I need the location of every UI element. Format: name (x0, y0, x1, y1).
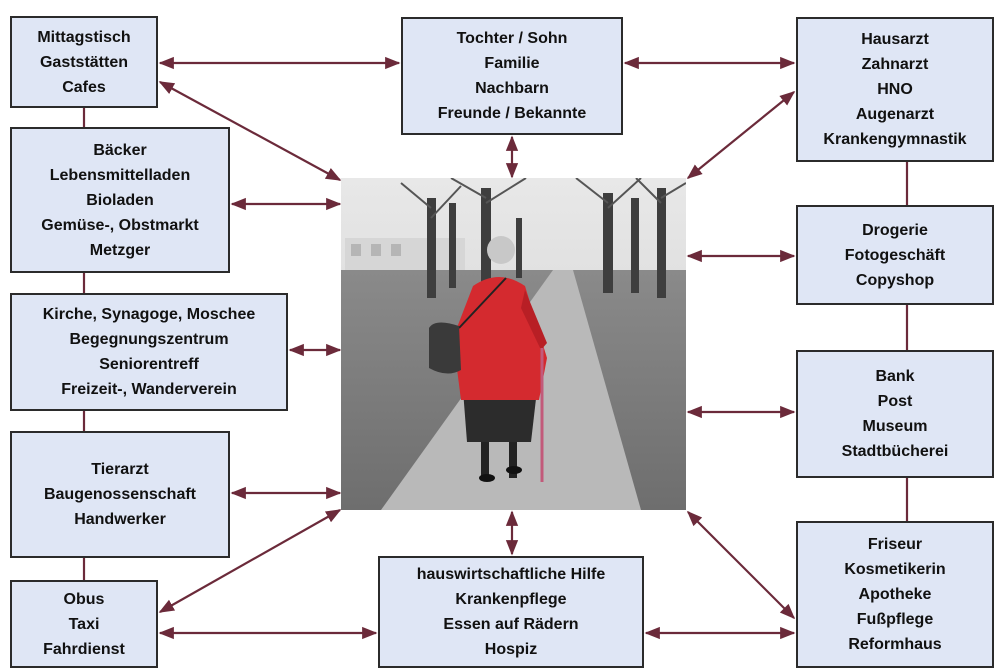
box-line: HNO (877, 81, 913, 98)
box-line: Begegnungszentrum (69, 331, 229, 348)
box-line: Tierarzt (91, 461, 149, 478)
center-photo (341, 178, 686, 510)
box-line: Post (877, 393, 913, 410)
box-line: Fahrdienst (43, 640, 125, 658)
box-line: Gemüse-, Obstmarkt (41, 216, 199, 234)
box-line: Fotogeschäft (844, 246, 946, 264)
box-personal-care: Friseur Kosmetikerin Apotheke Fußpflege … (796, 521, 994, 668)
box-line: Apotheke (858, 586, 932, 603)
box-line: Lebensmittelladen (49, 166, 191, 184)
box-drugstore-photo: Drogerie Fotogeschäft Copyshop (796, 205, 994, 305)
box-line: Kirche, Synagoge, Moschee (42, 306, 256, 323)
box-line: Copyshop (855, 271, 935, 289)
box-line: Nachbarn (475, 80, 549, 97)
box-line: Hausarzt (861, 31, 929, 48)
box-line: Gaststätten (39, 53, 129, 71)
arrow-right1-photo (686, 91, 796, 179)
box-medical: Hausarzt Zahnarzt HNO Augenarzt Krankeng… (796, 17, 994, 162)
box-home-care: hauswirtschaftliche Hilfe Krankenpflege … (378, 556, 644, 668)
box-line: Krankenpflege (455, 591, 567, 608)
box-line: Hospiz (484, 641, 538, 658)
box-line: Tochter / Sohn (456, 30, 568, 47)
box-services-trades: Tierarzt Baugenossenschaft Handwerker (10, 431, 230, 558)
box-line: Mittagstisch (37, 28, 131, 46)
box-line: Baugenossenschaft (43, 486, 197, 503)
box-line: Taxi (68, 615, 100, 633)
arrow-left5-photo (158, 509, 342, 613)
box-line: hauswirtschaftliche Hilfe (416, 566, 606, 583)
box-line: Zahnarzt (861, 56, 929, 73)
box-line: Familie (484, 55, 540, 72)
box-line: Kosmetikerin (844, 561, 946, 578)
box-line: Drogerie (862, 221, 928, 239)
box-family-friends: Tochter / Sohn Familie Nachbarn Freunde … (401, 17, 623, 135)
box-line: Seniorentreff (99, 356, 199, 373)
box-line: Obus (63, 590, 105, 608)
box-line: Krankengymnastik (823, 131, 967, 148)
arrow-left1-photo (158, 81, 342, 181)
box-line: Metzger (89, 241, 151, 259)
box-line: Friseur (867, 536, 923, 553)
box-line: Handwerker (74, 511, 166, 528)
box-line: Essen auf Rädern (443, 616, 579, 633)
box-lunch-gastronomy: Mittagstisch Gaststätten Cafes (10, 16, 158, 108)
box-line: Stadtbücherei (841, 443, 949, 460)
box-line: Museum (862, 418, 928, 435)
box-line: Bioladen (86, 191, 154, 209)
box-line: Bäcker (93, 141, 147, 159)
box-line: Augenarzt (855, 106, 935, 123)
box-line: Freunde / Bekannte (437, 105, 587, 122)
box-line: Bank (875, 368, 915, 385)
box-transport: Obus Taxi Fahrdienst (10, 580, 158, 668)
box-line: Cafes (62, 78, 106, 96)
box-line: Fußpflege (856, 611, 934, 628)
elderly-woman-red-coat-walking-photo (341, 178, 686, 510)
arrow-right4-photo (686, 510, 796, 620)
box-bank-culture: Bank Post Museum Stadtbücherei (796, 350, 994, 478)
box-food-shopping: Bäcker Lebensmittelladen Bioladen Gemüse… (10, 127, 230, 273)
box-line: Reformhaus (848, 636, 942, 653)
box-community: Kirche, Synagoge, Moschee Begegnungszent… (10, 293, 288, 411)
box-line: Freizeit-, Wanderverein (61, 381, 237, 398)
